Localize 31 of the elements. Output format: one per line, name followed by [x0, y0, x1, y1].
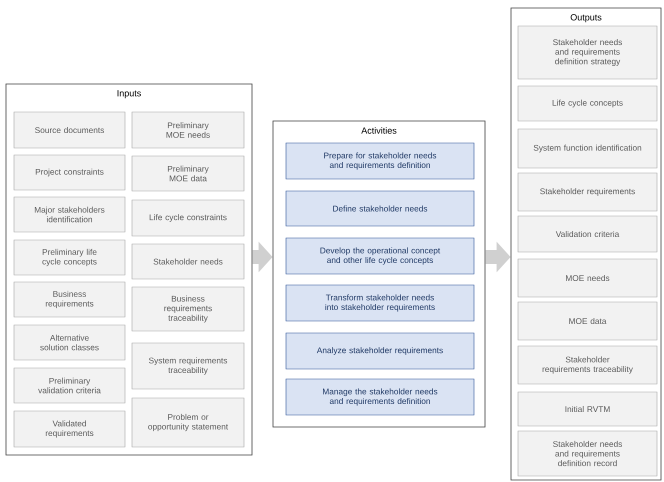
activity-box: Analyze stakeholder requirements — [286, 332, 474, 370]
item-box: Preliminary validation criteria — [14, 368, 126, 404]
item-box: Project constraints — [14, 154, 126, 190]
item-box: Alternative solution classes — [14, 324, 126, 360]
item-box: Validated requirements — [14, 410, 126, 448]
item-box: Life cycle constraints — [132, 200, 244, 236]
item-box: Preliminary life cycle concepts — [14, 240, 126, 276]
item-box: System requirements traceability — [132, 342, 244, 390]
item-box: Stakeholder requirements — [518, 172, 658, 212]
item-box: System function identification — [518, 128, 658, 168]
activity-box: Develop the operational concept and other life cycle concepts — [286, 238, 474, 274]
item-box: Business requirements traceability — [132, 286, 244, 332]
item-box: Stakeholder needs — [132, 244, 244, 280]
item-box: Problem or opportunity statement — [132, 398, 244, 448]
activity-box: Define stakeholder needs — [286, 190, 474, 226]
item-box: Stakeholder needs and requirements definition strategy — [518, 26, 658, 80]
activity-box: Manage the stakeholder needs and requirements definition — [286, 378, 474, 416]
item-box: Life cycle concepts — [518, 86, 658, 122]
item-box: MOE needs — [518, 258, 658, 298]
item-box: Stakeholder needs and requirements definition record — [518, 430, 658, 476]
item-box: Preliminary MOE data — [132, 156, 244, 192]
item-box: Stakeholder requirements traceability — [518, 346, 658, 384]
item-box: Business requirements — [14, 282, 126, 318]
activity-box: Prepare for stakeholder needs and requirements definition — [286, 142, 474, 180]
activity-box: Transform stakeholder needs into stakeholder requirements — [286, 284, 474, 322]
item-box: Validation criteria — [518, 216, 658, 252]
item-box: Initial RVTM — [518, 392, 658, 426]
item-box: Major stakeholders identification — [14, 196, 126, 232]
item-box: MOE data — [518, 302, 658, 340]
item-box: Preliminary MOE needs — [132, 112, 244, 148]
item-box: Source documents — [14, 112, 126, 148]
